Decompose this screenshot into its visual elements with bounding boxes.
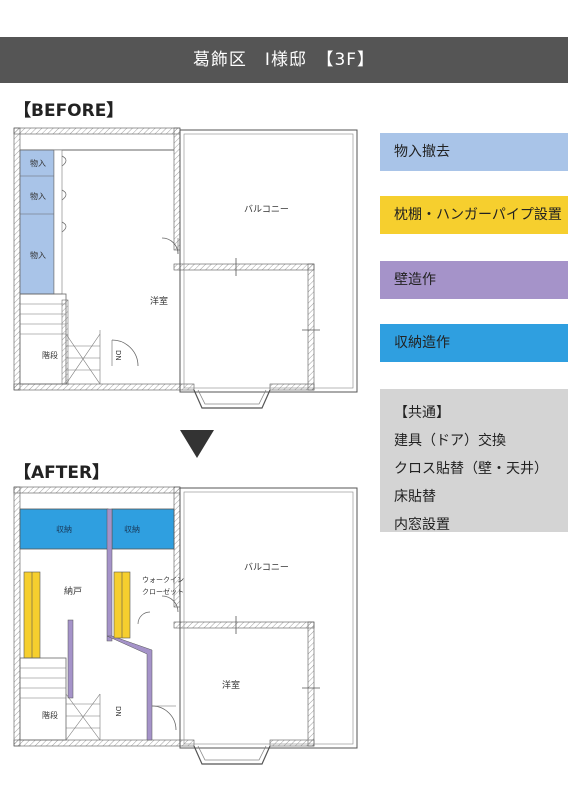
common-item: 建具（ドア）交換 [394,433,506,449]
legend-item-storage-removal: 物入撤去 [380,133,568,171]
after-balcony-label: バルコニー [244,562,289,573]
after-walkin-label-1: ウォークイン [142,576,184,584]
before-western-room-label: 洋室 [150,295,168,307]
after-label: 【AFTER】 [14,463,110,483]
legend-item-wall-construction: 壁造作 [380,261,568,299]
before-stairs-label: 階段 [42,350,58,360]
before-floor-plan: 物入 物入 物入 バルコニー 洋室 階段 DN [13,127,358,409]
after-storage-label-2: 収納 [124,524,140,534]
legend-item-storage-construction: 収納造作 [380,324,568,362]
down-arrow-icon [180,430,214,458]
before-balcony-label: バルコニー [244,204,289,215]
after-floor-plan: 収納 収納 納戸 ウォークイン クローゼット バルコニー 洋室 階段 DN [13,486,358,765]
after-down-label: DN [114,706,122,717]
legend-label: 収納造作 [394,335,450,351]
legend-label: 物入撤去 [394,144,450,160]
after-stairs-label: 階段 [42,710,58,720]
legend-item-shelf-hanger: 枕棚・ハンガーパイプ設置 [380,196,568,234]
before-storage-label-2: 物入 [30,191,46,201]
after-walkin-label-2: クローゼット [142,587,184,596]
before-storage-label-1: 物入 [30,158,46,168]
before-label: 【BEFORE】 [14,101,124,121]
after-western-room-label: 洋室 [222,679,240,691]
page-title: 葛飾区 I様邸 【3F】 [0,37,568,83]
common-item: クロス貼替（壁・天井） [394,461,548,477]
common-item: 床貼替 [394,489,436,505]
common-title: 【共通】 [394,405,450,421]
before-down-label: DN [114,350,122,361]
legend-label: 壁造作 [394,272,436,288]
before-storage-label-3: 物入 [30,250,46,260]
common-item: 内窓設置 [394,517,450,533]
after-closet-label: 納戸 [64,585,82,597]
after-storage-label-1: 収納 [56,524,72,534]
legend-label: 枕棚・ハンガーパイプ設置 [394,207,562,223]
common-work-box: 【共通】 建具（ドア）交換 クロス貼替（壁・天井） 床貼替 内窓設置 [380,389,568,533]
